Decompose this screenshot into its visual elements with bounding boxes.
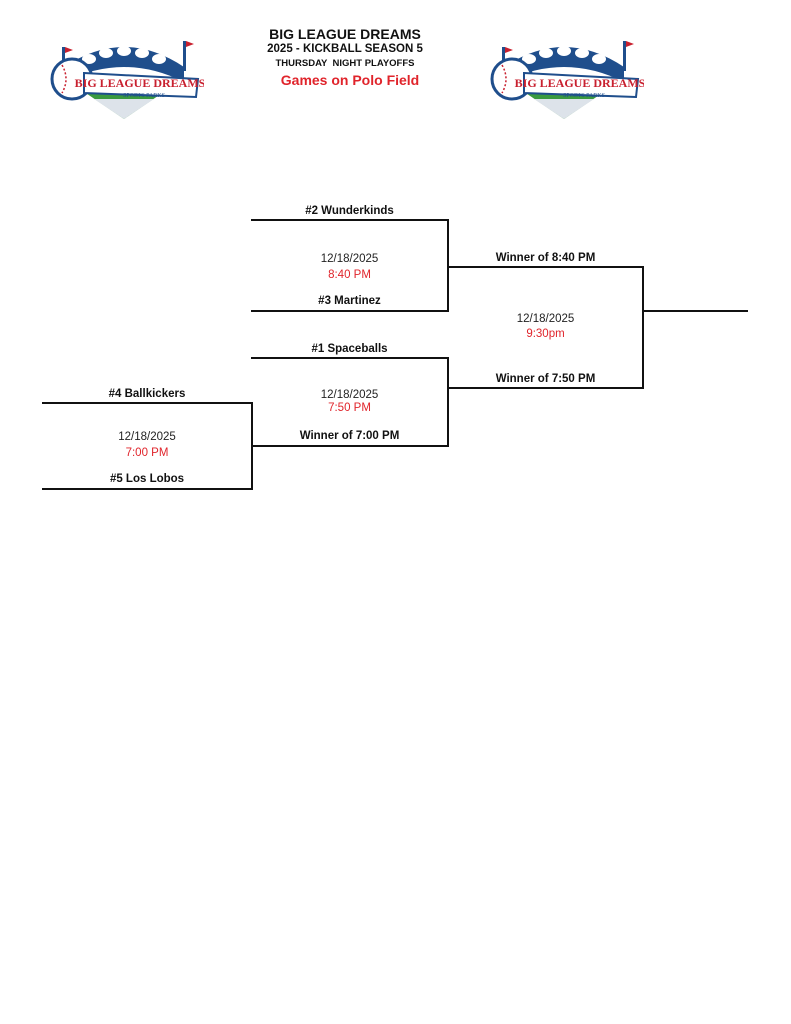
game-time: 7:50 PM — [328, 402, 371, 414]
big-league-dreams-logo-left: BIG LEAGUE DREAMS SPORTS PARKS — [50, 41, 204, 119]
bracket-line — [251, 357, 449, 359]
page-title: BIG LEAGUE DREAMS — [269, 26, 421, 42]
game-time: 7:00 PM — [125, 447, 169, 459]
bracket-line — [42, 488, 253, 490]
season-subtitle: 2025 - KICKBALL SEASON 5 — [267, 43, 423, 55]
logo-tagline: SPORTS PARKS — [563, 93, 605, 99]
team-slot: #5 Los Lobos — [109, 473, 185, 485]
bracket-line — [447, 357, 449, 447]
event-name: THURSDAY NIGHT PLAYOFFS — [275, 58, 415, 69]
bracket-line — [448, 266, 644, 268]
team-slot: Winner of 7:00 PM — [299, 430, 400, 442]
bracket-line — [642, 266, 644, 389]
bracket-line — [447, 219, 449, 312]
bracket-line — [251, 310, 449, 312]
game-date: 12/18/2025 — [320, 253, 379, 265]
team-slot: Winner of 8:40 PM — [495, 252, 596, 264]
bracket-line — [251, 445, 449, 447]
logo-tagline: SPORTS PARKS — [123, 93, 165, 99]
big-league-dreams-logo-right: BIG LEAGUE DREAMS SPORTS PARKS — [490, 41, 644, 119]
bracket-line — [448, 387, 644, 389]
logo-wordmark: BIG LEAGUE DREAMS — [515, 76, 644, 90]
logo-wordmark: BIG LEAGUE DREAMS — [75, 76, 204, 90]
bracket-line — [42, 402, 253, 404]
team-slot: #1 Spaceballs — [311, 343, 388, 355]
game-time: 8:40 PM — [328, 269, 371, 281]
game-date: 12/18/2025 — [118, 431, 176, 443]
team-slot: #2 Wunderkinds — [305, 205, 394, 217]
team-slot: #3 Martinez — [318, 295, 381, 307]
venue-label: Games on Polo Field — [280, 72, 420, 88]
game-date: 12/18/2025 — [320, 389, 379, 401]
bracket-line — [251, 219, 449, 221]
team-slot: Winner of 7:50 PM — [495, 373, 596, 385]
game-date: 12/18/2025 — [516, 313, 575, 325]
game-time: 9:30pm — [526, 328, 565, 340]
champion-line — [642, 310, 748, 312]
bracket-line — [251, 402, 253, 490]
team-slot: #4 Ballkickers — [108, 388, 186, 400]
